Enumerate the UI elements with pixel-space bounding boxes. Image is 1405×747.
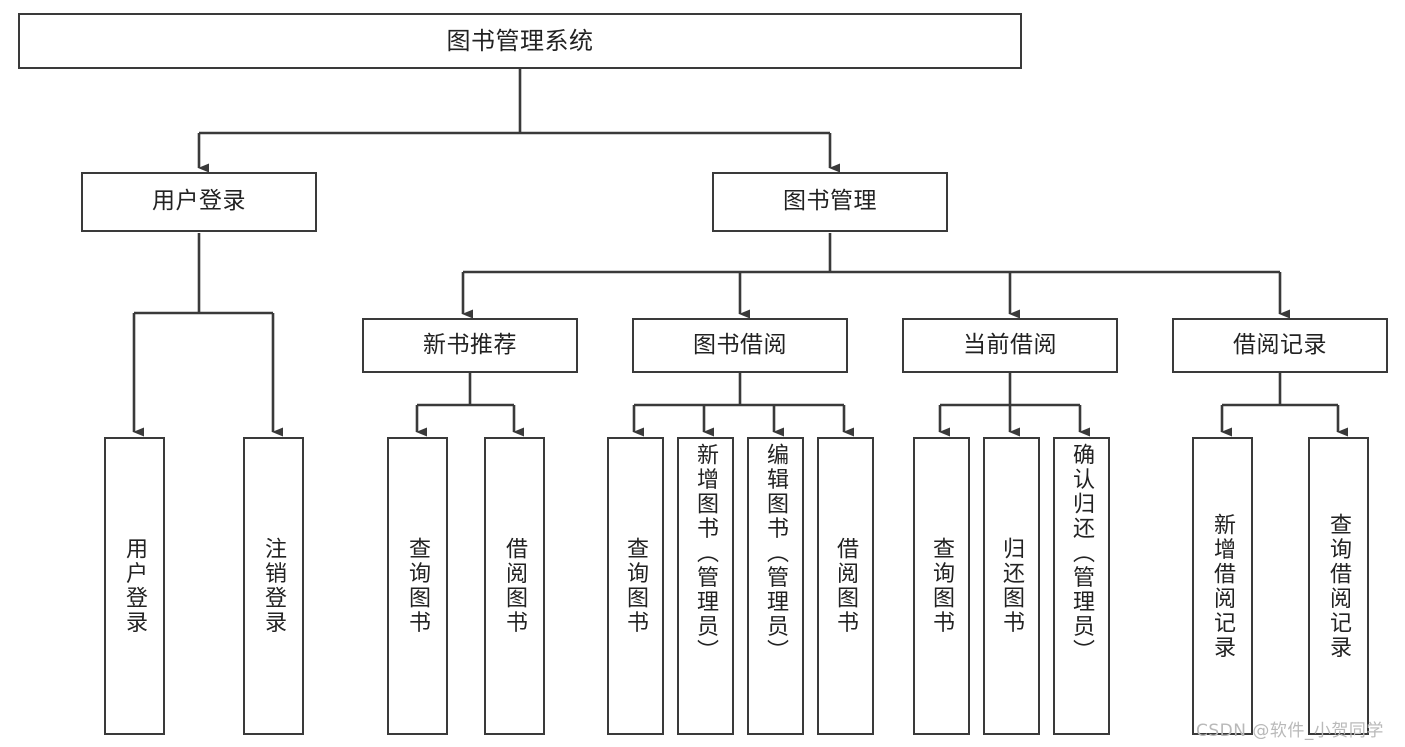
node-label: 查询图书 — [405, 537, 431, 635]
node-label: 借阅图书 — [833, 537, 859, 635]
node-label: 图书管理 — [783, 188, 877, 215]
leaf-borrow-query-book[interactable]: 查询图书 — [607, 437, 664, 735]
node-borrowing-records[interactable]: 借阅记录 — [1172, 318, 1388, 373]
leaf-borrow-edit-book-admin[interactable]: 编辑图书（管理员） — [747, 437, 804, 735]
node-current-borrowing[interactable]: 当前借阅 — [902, 318, 1118, 373]
node-user-login[interactable]: 用户登录 — [81, 172, 317, 232]
leaf-user-login[interactable]: 用户登录 — [104, 437, 165, 735]
node-label: 查询借阅记录 — [1326, 512, 1352, 660]
leaf-borrow-borrow-book[interactable]: 借阅图书 — [817, 437, 874, 735]
node-label: 用户登录 — [122, 537, 148, 635]
csdn-watermark: CSDN @软件_小贺同学 — [1196, 721, 1384, 741]
node-new-book-recommendation[interactable]: 新书推荐 — [362, 318, 578, 373]
node-label: 借阅记录 — [1233, 331, 1327, 358]
node-label: 图书借阅 — [693, 331, 787, 358]
leaf-recommend-query-book[interactable]: 查询图书 — [387, 437, 448, 735]
leaf-user-logout[interactable]: 注销登录 — [243, 437, 304, 735]
node-label: 借阅图书 — [502, 537, 528, 635]
node-label: 新书推荐 — [423, 331, 517, 358]
node-book-management[interactable]: 图书管理 — [712, 172, 948, 232]
leaf-current-confirm-return-admin[interactable]: 确认归还（管理员） — [1053, 437, 1110, 735]
leaf-borrow-add-book-admin[interactable]: 新增图书（管理员） — [677, 437, 734, 735]
node-label: 用户登录 — [152, 188, 246, 215]
node-label: 当前借阅 — [963, 331, 1057, 358]
leaf-current-query-book[interactable]: 查询图书 — [913, 437, 970, 735]
node-label: 归还图书 — [999, 537, 1025, 635]
node-label: 确认归还（管理员） — [1069, 443, 1095, 664]
node-label: 新增图书（管理员） — [693, 443, 719, 664]
node-label: 注销登录 — [261, 537, 287, 635]
leaf-recommend-borrow-book[interactable]: 借阅图书 — [484, 437, 545, 735]
node-label: 编辑图书（管理员） — [763, 443, 789, 664]
node-root-book-management-system[interactable]: 图书管理系统 — [18, 13, 1022, 69]
node-label: 查询图书 — [623, 537, 649, 635]
leaf-record-query-borrow-record[interactable]: 查询借阅记录 — [1308, 437, 1369, 735]
node-label: 查询图书 — [929, 537, 955, 635]
leaf-current-return-book[interactable]: 归还图书 — [983, 437, 1040, 735]
node-label: 新增借阅记录 — [1210, 512, 1236, 660]
leaf-record-add-borrow-record[interactable]: 新增借阅记录 — [1192, 437, 1253, 735]
node-label: 图书管理系统 — [446, 26, 594, 55]
node-book-borrowing[interactable]: 图书借阅 — [632, 318, 848, 373]
